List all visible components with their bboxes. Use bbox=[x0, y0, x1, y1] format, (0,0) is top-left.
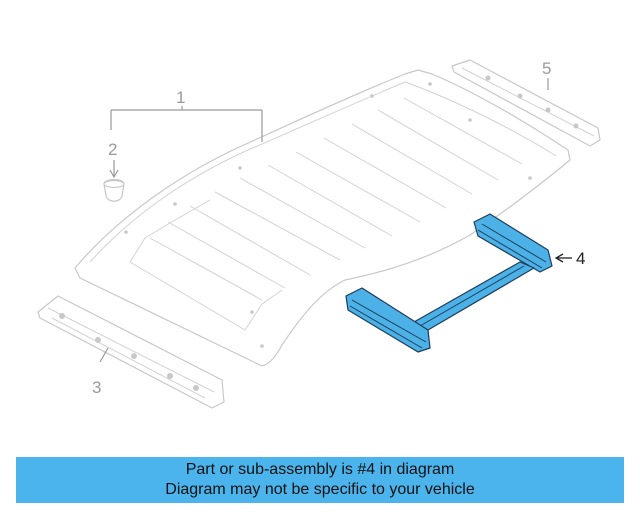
callout-4: 4 bbox=[554, 249, 585, 268]
callout-label-3: 3 bbox=[92, 378, 101, 397]
banner-line-disclaimer: Diagram may not be specific to your vehi… bbox=[165, 481, 475, 498]
info-banner: Part or sub-assembly is #4 in diagram Di… bbox=[16, 457, 624, 503]
parts-diagram: 1 2 3 4 5 bbox=[37, 59, 601, 409]
callout-label-4: 4 bbox=[576, 249, 585, 268]
front-header-rail bbox=[37, 295, 225, 409]
callout-label-1: 1 bbox=[176, 88, 185, 107]
callout-5: 5 bbox=[542, 59, 551, 90]
roof-reinforcement-part-4 bbox=[345, 213, 553, 353]
callout-3: 3 bbox=[92, 347, 109, 397]
callout-label-2: 2 bbox=[108, 140, 117, 159]
rear-header-rail bbox=[451, 59, 601, 147]
callout-label-5: 5 bbox=[542, 59, 551, 78]
roof-panel bbox=[74, 69, 571, 367]
callout-1: 1 bbox=[110, 88, 263, 142]
callout-2: 2 bbox=[108, 140, 119, 179]
banner-line-part: Part or sub-assembly is #4 in diagram bbox=[185, 461, 455, 478]
roof-plug bbox=[103, 178, 125, 202]
